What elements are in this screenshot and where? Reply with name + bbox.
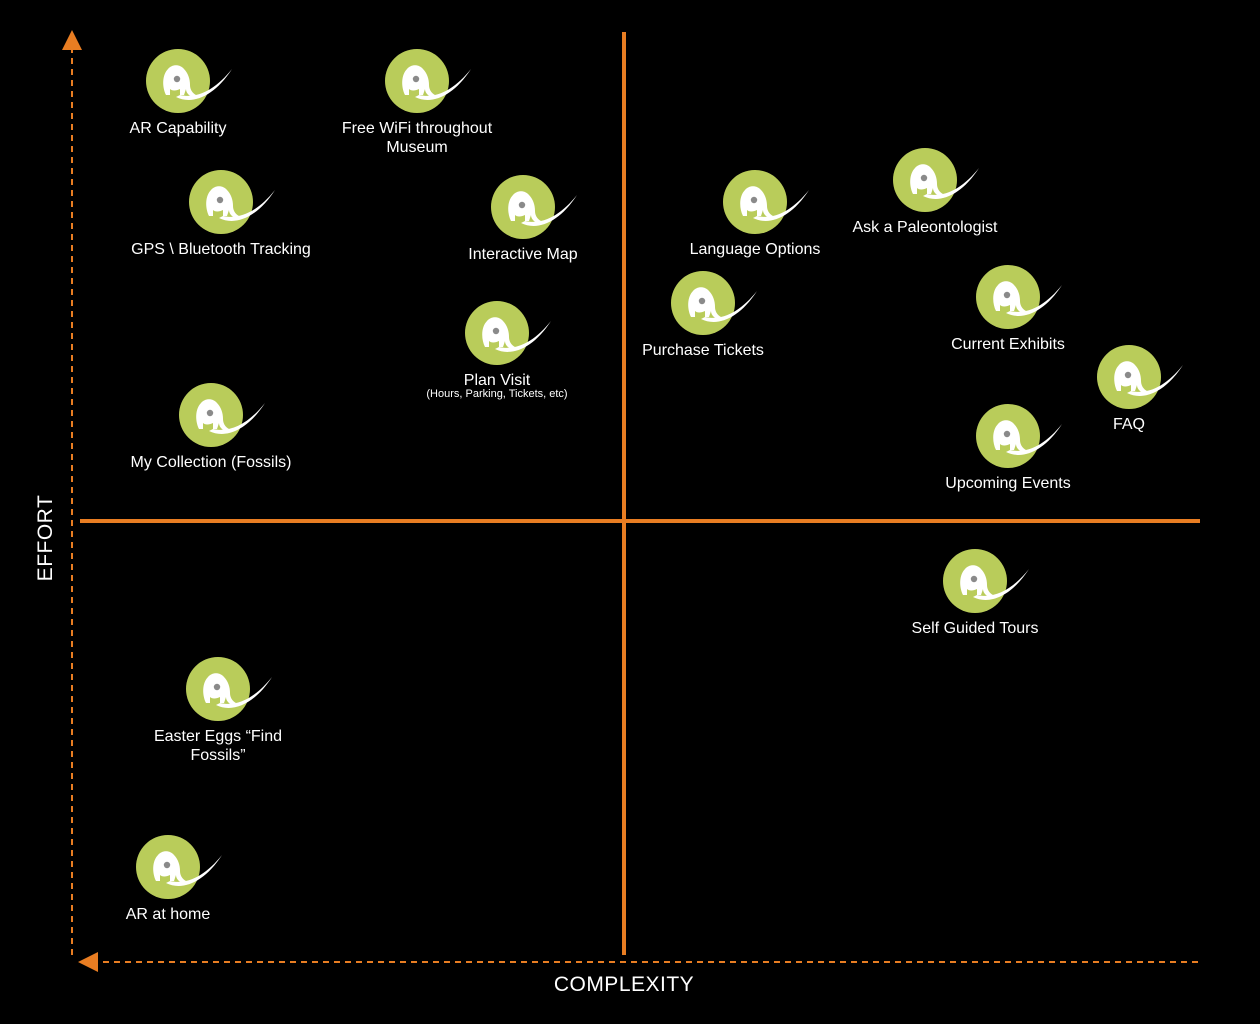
feature-label: Current Exhibits [951,336,1065,353]
mammoth-icon [385,49,471,113]
mammoth-icon [186,657,272,721]
mammoth-icon [943,549,1029,613]
feature-label: AR Capability [129,120,227,137]
mammoth-icon [146,49,232,113]
feature-label: Fossils” [190,747,246,764]
feature-label: Purchase Tickets [642,342,764,359]
feature-label: Ask a Paleontologist [852,219,998,236]
feature-label: Museum [386,139,448,156]
x-axis-label: COMPLEXITY [553,973,695,996]
feature-label: My Collection (Fossils) [130,454,292,471]
mammoth-icon [179,383,265,447]
mammoth-icon [723,170,809,234]
mammoth-icon [136,835,222,899]
feature-label: GPS \ Bluetooth Tracking [131,241,311,258]
mammoth-icon [189,170,275,234]
mammoth-icon [976,404,1062,468]
mammoth-icon [976,265,1062,329]
y-axis-label: EFFORT [34,494,57,582]
feature-label: Language Options [689,241,821,258]
feature-label: Interactive Map [468,246,578,263]
feature-label: AR at home [125,906,211,923]
mammoth-icon [491,175,577,239]
mammoth-icon [1097,345,1183,409]
mammoth-icon [893,148,979,212]
feature-label: Easter Eggs “Find [153,728,283,745]
mammoth-icon [465,301,551,365]
feature-label: Self Guided Tours [911,620,1039,637]
feature-label: Free WiFi throughout [341,120,493,137]
feature-sublabel: (Hours, Parking, Tickets, etc) [426,388,568,400]
mammoth-icon [671,271,757,335]
feature-label: Upcoming Events [945,475,1071,492]
feature-label: Plan Visit [463,372,531,389]
feature-label: FAQ [1112,416,1145,433]
